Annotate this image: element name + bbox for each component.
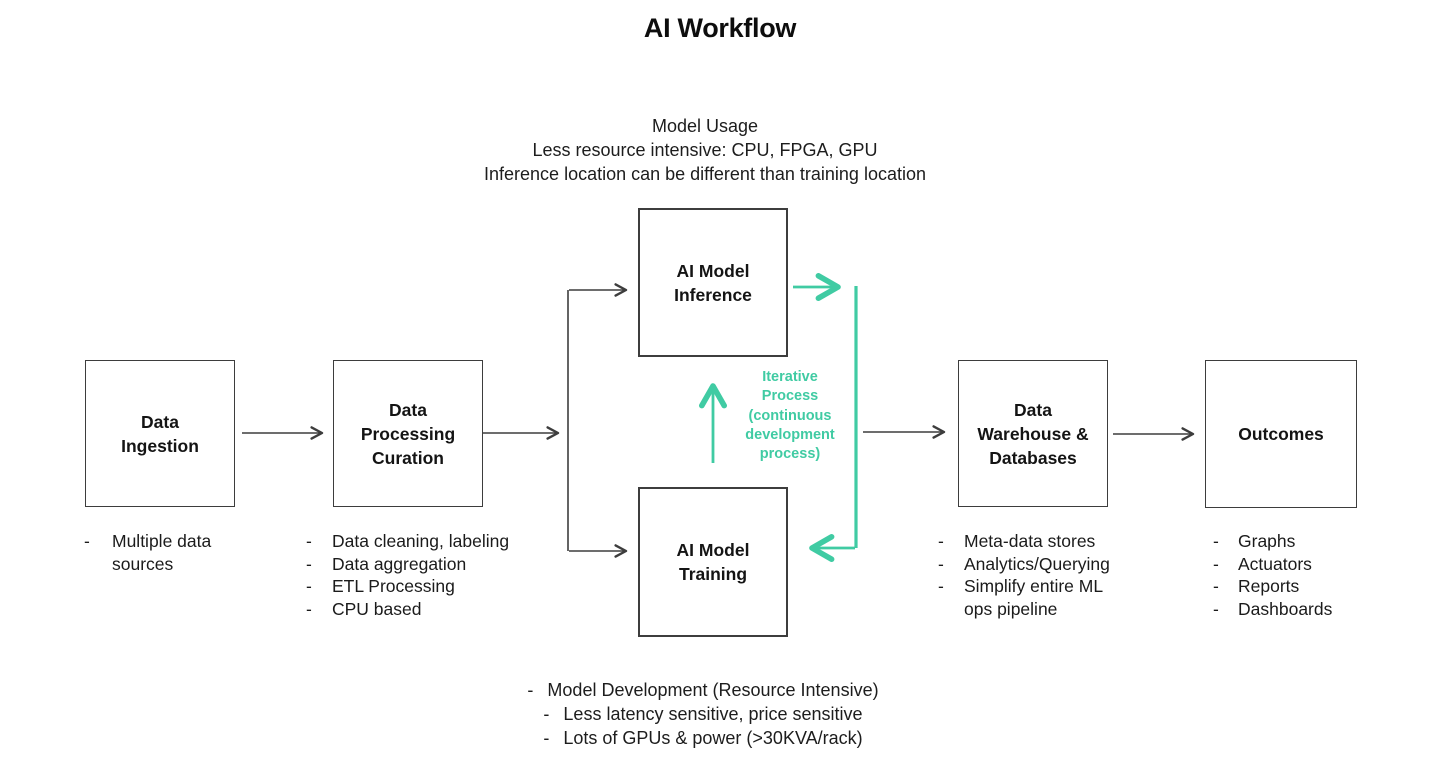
box-ai-model-training: AI Model Training: [638, 487, 788, 637]
data-warehouse-list: - Meta-data stores - Analytics/Querying …: [938, 530, 1129, 620]
training-note-line: - Less latency sensitive, price sensitiv…: [543, 704, 863, 724]
box-label: Outcomes: [1238, 424, 1324, 444]
box-label: AI Model Inference: [674, 260, 752, 305]
training-note-line: - Lots of GPUs & power (>30KVA/rack): [543, 728, 863, 748]
bullet-dash: -: [84, 531, 90, 551]
iterative-note-line: Iterative: [762, 369, 818, 385]
box-label: Data Processing Curation: [360, 399, 456, 468]
list-item: - Dashboards: [1213, 598, 1333, 619]
bullet-dash: -: [306, 576, 312, 596]
iterative-note-line: (continuous: [748, 407, 832, 424]
bullet-dash: -: [306, 553, 312, 574]
list-item: - Data cleaning, labeling: [306, 531, 510, 551]
list-item: - Graphs: [1213, 531, 1296, 551]
iterative-note-line: development: [745, 426, 835, 443]
box-ai-model-inference: AI Model Inference: [638, 208, 788, 357]
list-item: - Meta-data stores: [938, 531, 1096, 551]
training-note-line: - Model Development (Resource Intensive): [527, 680, 879, 700]
bullet-dash: -: [527, 680, 534, 700]
iterative-process-note: Iterative Process (continuous developmen…: [727, 368, 853, 464]
model-usage-line: Less resource intensive: CPU, FPGA, GPU: [532, 140, 878, 160]
box-label: AI Model Training: [676, 540, 750, 584]
iterative-note-line: Process: [761, 388, 819, 405]
model-usage-line: Model Usage: [651, 116, 759, 136]
list-item: - ETL Processing: [306, 576, 455, 596]
data-ingestion-list: - Multiple data sources: [84, 530, 242, 575]
outcomes-list: - Graphs - Actuators - Reports - Dashboa…: [1213, 530, 1378, 620]
list-item: - Reports: [1213, 576, 1300, 596]
bullet-dash: -: [543, 728, 550, 748]
box-data-warehouse-databases: Data Warehouse & Databases: [958, 360, 1108, 507]
model-usage-note: Model Usage Less resource intensive: CPU…: [345, 114, 1065, 186]
bullet-dash: -: [1213, 576, 1219, 596]
bullet-dash: -: [1213, 598, 1219, 619]
bullet-dash: -: [938, 553, 944, 574]
bullet-dash: -: [543, 704, 550, 724]
iterative-note-line: process): [759, 446, 821, 463]
list-item: - Multiple data sources: [84, 531, 212, 574]
bullet-dash: -: [938, 576, 944, 596]
list-item: - Data aggregation: [306, 553, 467, 574]
list-item: - Simplify entire ML ops pipeline: [938, 576, 1103, 619]
page-title: AI Workflow: [643, 13, 797, 43]
bullet-dash: -: [306, 598, 312, 619]
bullet-dash: -: [1213, 531, 1219, 551]
box-data-ingestion: Data Ingestion: [85, 360, 235, 507]
list-item: - CPU based: [306, 598, 422, 619]
model-training-note: - Model Development (Resource Intensive)…: [340, 678, 1066, 750]
bullet-dash: -: [306, 531, 312, 551]
data-processing-list: - Data cleaning, labeling - Data aggrega…: [306, 530, 544, 620]
list-item: - Analytics/Querying: [938, 553, 1110, 574]
box-outcomes: Outcomes: [1205, 360, 1357, 508]
box-data-processing-curation: Data Processing Curation: [333, 360, 483, 507]
bullet-dash: -: [1213, 553, 1219, 574]
model-usage-line: Inference location can be different than…: [484, 164, 926, 184]
list-item: - Actuators: [1213, 553, 1312, 574]
box-label: Data Ingestion: [121, 411, 199, 456]
box-label: Data Warehouse & Databases: [977, 399, 1089, 468]
bullet-dash: -: [938, 531, 944, 551]
